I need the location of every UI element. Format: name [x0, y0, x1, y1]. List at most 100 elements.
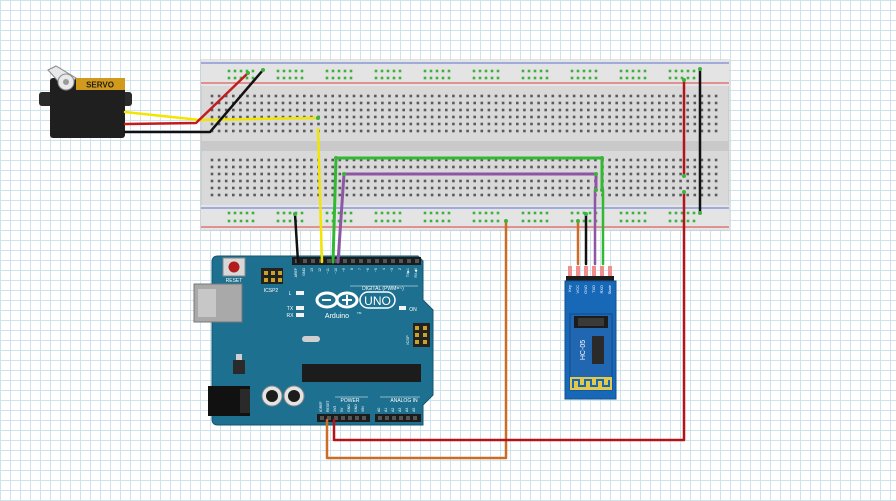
- digital-pin-label: ~6: [366, 268, 370, 272]
- breadboard-hole: [331, 186, 334, 190]
- breadboard-hole: [423, 115, 427, 119]
- breadboard-hole: [650, 165, 654, 169]
- rail-hole: [233, 219, 237, 223]
- breadboard-hole: [374, 101, 377, 105]
- rail-hole: [521, 219, 525, 223]
- breadboard-hole: [210, 122, 214, 126]
- digital-pin-label: ~3: [390, 268, 394, 272]
- breadboard-hole: [622, 165, 626, 169]
- breadboard-hole: [707, 115, 711, 119]
- breadboard-hole: [459, 193, 462, 197]
- breadboard-hole: [381, 122, 384, 126]
- breadboard-hole: [452, 101, 455, 105]
- rail-hole: [276, 76, 280, 80]
- breadboard-hole: [686, 122, 689, 126]
- breadboard-hole: [210, 179, 214, 183]
- breadboard-hole: [523, 94, 526, 98]
- rail-hole: [643, 219, 647, 223]
- breadboard-hole: [679, 115, 682, 119]
- rail-hole: [692, 69, 696, 73]
- breadboard-hole: [366, 186, 370, 190]
- servo-motor: SERVO: [39, 65, 132, 138]
- breadboard-hole: [430, 186, 434, 190]
- breadboard-hole: [338, 129, 342, 133]
- breadboard-hole: [700, 108, 704, 112]
- breadboard-hole: [508, 108, 512, 112]
- breadboard-hole: [693, 122, 697, 126]
- breadboard-hole: [217, 186, 221, 190]
- breadboard-hole: [267, 115, 271, 119]
- breadboard-hole: [686, 108, 689, 112]
- power-pin: [341, 416, 345, 420]
- breadboard-hole: [409, 186, 413, 190]
- breadboard-hole: [679, 193, 682, 197]
- digital-pin: [351, 259, 355, 263]
- breadboard-hole: [544, 165, 547, 169]
- breadboard-hole: [622, 186, 626, 190]
- breadboard-hole: [253, 172, 256, 176]
- rail-hole: [245, 76, 249, 80]
- wire-endpoint: [316, 116, 320, 120]
- rail-hole: [380, 219, 384, 223]
- rail-hole: [300, 76, 304, 80]
- wire-endpoint: [293, 212, 297, 216]
- rail-hole: [545, 219, 549, 223]
- breadboard-hole: [281, 129, 285, 133]
- analog-pin-label: A2: [391, 408, 395, 412]
- breadboard-hole: [295, 193, 299, 197]
- breadboard-hole: [374, 165, 377, 169]
- breadboard-hole: [232, 186, 235, 190]
- breadboard-hole: [260, 186, 263, 190]
- breadboard-hole: [693, 158, 697, 162]
- breadboard-hole: [615, 115, 618, 119]
- breadboard-hole: [260, 172, 263, 176]
- breadboard-hole: [579, 108, 583, 112]
- rail-hole: [251, 76, 255, 80]
- breadboard-hole: [686, 115, 689, 119]
- breadboard-hole: [267, 129, 271, 133]
- breadboard-hole: [437, 94, 441, 98]
- breadboard-hole: [352, 186, 356, 190]
- breadboard-hole: [217, 179, 221, 183]
- rail-hole: [680, 76, 684, 80]
- rail-hole: [233, 211, 237, 215]
- breadboard-hole: [622, 179, 626, 183]
- breadboard-hole: [494, 94, 498, 98]
- breadboard-hole: [295, 129, 299, 133]
- breadboard-hole: [530, 186, 533, 190]
- rail-hole: [680, 219, 684, 223]
- breadboard-hole: [480, 115, 484, 119]
- breadboard-hole: [402, 115, 405, 119]
- rail-hole: [631, 69, 635, 73]
- breadboard-hole: [402, 94, 405, 98]
- breadboard-hole: [516, 186, 519, 190]
- digital-pin-label: AREF: [294, 268, 298, 277]
- breadboard-hole: [629, 94, 633, 98]
- breadboard-hole: [445, 158, 448, 162]
- hc05-pin-label: TXD: [591, 285, 596, 293]
- breadboard-hole: [324, 179, 327, 183]
- breadboard-hole: [466, 193, 469, 197]
- reset-button-cap[interactable]: [228, 261, 240, 273]
- breadboard-hole: [679, 165, 682, 169]
- wire-endpoint: [594, 188, 598, 192]
- breadboard-hole: [239, 165, 242, 169]
- rail-hole: [484, 76, 488, 80]
- rail-hole: [545, 211, 549, 215]
- breadboard-hole: [636, 122, 640, 126]
- breadboard-hole: [565, 158, 569, 162]
- breadboard-hole: [594, 108, 597, 112]
- breadboard-hole: [224, 172, 228, 176]
- breadboard-hole: [224, 94, 228, 98]
- breadboard-hole: [707, 193, 711, 197]
- breadboard-hole: [672, 108, 675, 112]
- breadboard-hole: [643, 172, 647, 176]
- wires: [123, 67, 702, 460]
- breadboard-hole: [274, 108, 278, 112]
- breadboard-hole: [714, 108, 718, 112]
- breadboard-hole: [267, 108, 271, 112]
- breadboard-hole: [473, 101, 476, 105]
- breadboard-hole: [679, 172, 682, 176]
- breadboard-hole: [388, 179, 391, 183]
